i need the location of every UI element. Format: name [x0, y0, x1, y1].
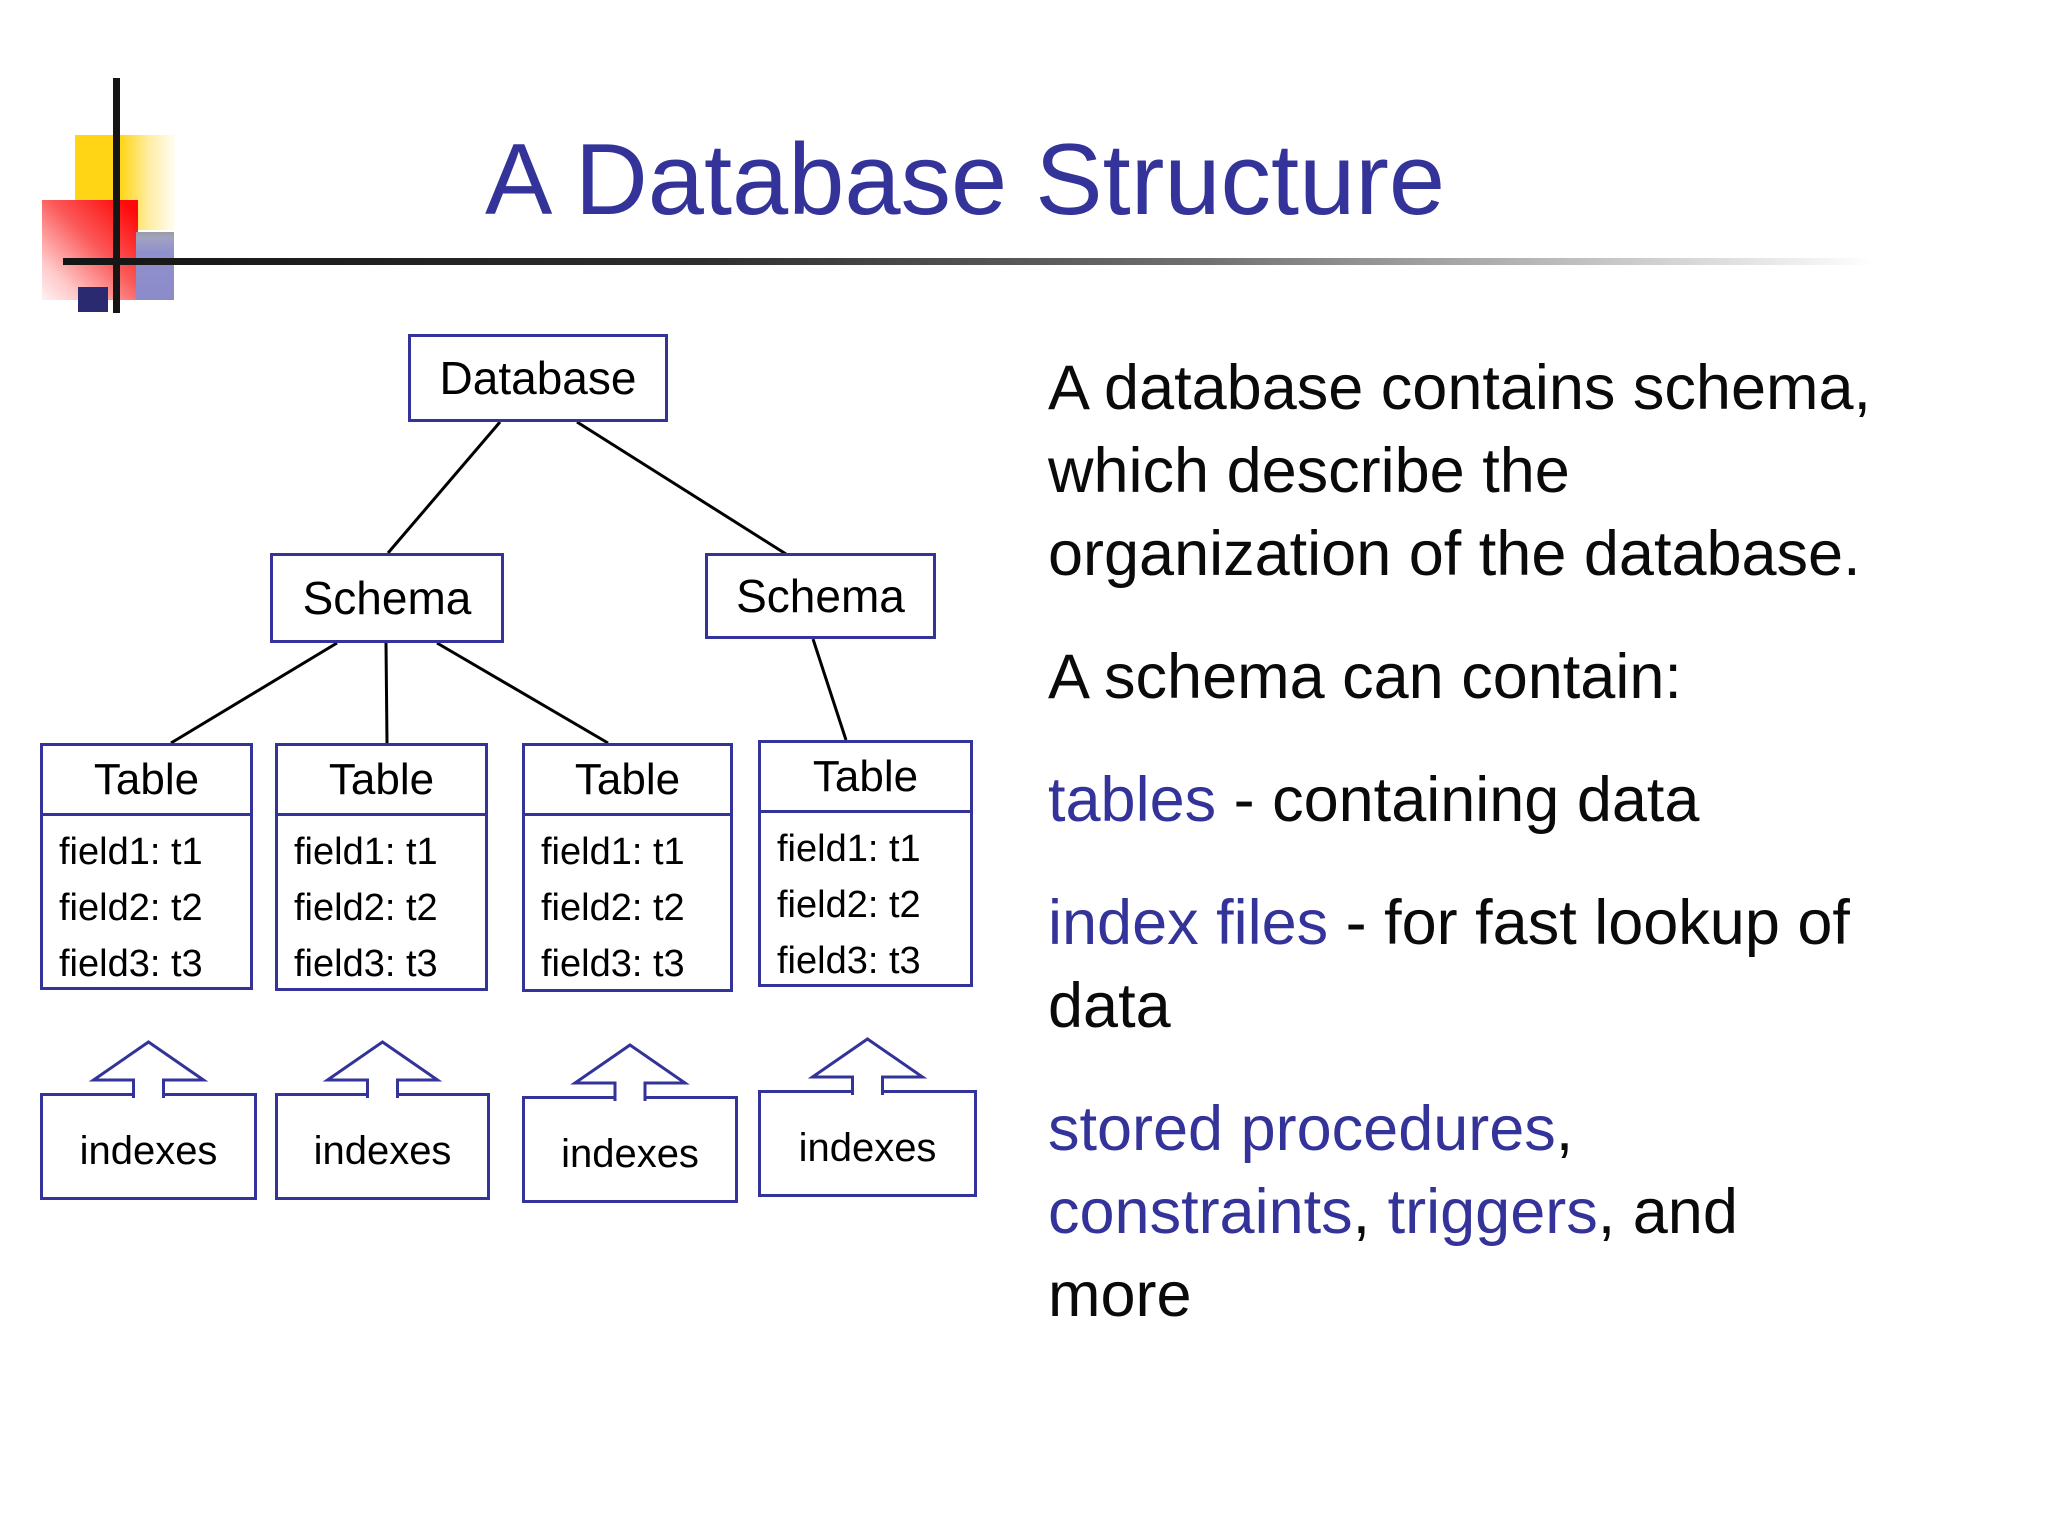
table-node-4: Table field1: t1 field2: t2 field3: t3	[758, 740, 973, 987]
table-node-fields: field1: t1 field2: t2 field3: t3	[525, 816, 730, 992]
indexes-node-2: indexes	[275, 1040, 490, 1200]
paragraph-stored-procedures: stored procedures, constraints, triggers…	[1048, 1088, 2018, 1337]
table-node-3: Table field1: t1 field2: t2 field3: t3	[522, 743, 733, 992]
logo-vertical-line	[113, 78, 120, 313]
table-node-title: Table	[43, 746, 250, 816]
database-node-label: Database	[439, 352, 637, 404]
up-arrow-box-icon	[275, 1040, 490, 1200]
indexes-node-label: indexes	[313, 1129, 452, 1173]
body-text-column: A database contains schema, which descri…	[1048, 347, 2018, 1377]
table-node-title: Table	[525, 746, 730, 816]
table-field: field3: t3	[541, 943, 685, 985]
up-arrow-box-icon	[758, 1037, 977, 1197]
logo-red-square	[42, 200, 138, 300]
paragraph-text: , and more	[1048, 1177, 1738, 1330]
up-arrow-box-icon	[522, 1043, 738, 1203]
up-arrow-box-icon	[40, 1040, 257, 1200]
emphasis-tables: tables	[1048, 765, 1217, 835]
paragraph-tables: tables - containing data	[1048, 759, 2018, 842]
table-node-fields: field1: t1 field2: t2 field3: t3	[43, 816, 250, 992]
table-field: field2: t2	[541, 887, 685, 929]
emphasis-triggers: triggers	[1387, 1177, 1598, 1247]
table-field: field2: t2	[294, 887, 438, 929]
schema-node-2: Schema	[705, 553, 936, 639]
indexes-node-label: indexes	[79, 1129, 218, 1173]
schema-node-1: Schema	[270, 553, 504, 643]
emphasis-constraints: constraints	[1048, 1177, 1353, 1247]
table-field: field3: t3	[294, 943, 438, 985]
paragraph-schema-can-contain: A schema can contain:	[1048, 636, 2018, 719]
indexes-node-3: indexes	[522, 1043, 738, 1203]
paragraph-database-contains: A database contains schema, which descri…	[1048, 347, 2018, 596]
logo-blue-square	[136, 232, 174, 300]
table-node-fields: field1: t1 field2: t2 field3: t3	[278, 816, 485, 992]
table-field: field1: t1	[541, 831, 685, 873]
table-field: field1: t1	[294, 831, 438, 873]
table-node-1: Table field1: t1 field2: t2 field3: t3	[40, 743, 253, 990]
table-node-fields: field1: t1 field2: t2 field3: t3	[761, 813, 970, 989]
table-field: field2: t2	[777, 884, 921, 926]
table-field: field1: t1	[777, 828, 921, 870]
page-title: A Database Structure	[485, 124, 1446, 236]
indexes-node-1: indexes	[40, 1040, 257, 1200]
indexes-node-label: indexes	[561, 1132, 699, 1176]
paragraph-text: ,	[1352, 1177, 1388, 1247]
table-field: field2: t2	[59, 887, 203, 929]
schema-node-label: Schema	[736, 570, 905, 622]
logo-navy-square	[78, 287, 108, 312]
emphasis-index-files: index files	[1048, 888, 1329, 958]
table-node-2: Table field1: t1 field2: t2 field3: t3	[275, 743, 488, 991]
emphasis-stored-procedures: stored procedures	[1048, 1094, 1556, 1164]
table-field: field3: t3	[777, 940, 921, 982]
indexes-node-label: indexes	[798, 1126, 937, 1170]
paragraph-text: A schema can contain:	[1048, 642, 1682, 712]
paragraph-text: ,	[1555, 1094, 1574, 1164]
table-node-title: Table	[761, 743, 970, 813]
title-underline-rule	[63, 258, 1893, 265]
table-node-title: Table	[278, 746, 485, 816]
indexes-node-4: indexes	[758, 1037, 977, 1197]
paragraph-text: - for fast lookup of data	[1048, 888, 1850, 1041]
schema-node-label: Schema	[302, 572, 472, 624]
database-node: Database	[408, 334, 668, 422]
paragraph-text: A database contains schema, which descri…	[1048, 353, 1872, 589]
table-field: field3: t3	[59, 943, 203, 985]
paragraph-text: - containing data	[1216, 765, 1700, 835]
table-field: field1: t1	[59, 831, 203, 873]
paragraph-index-files: index files - for fast lookup of data	[1048, 882, 2018, 1048]
